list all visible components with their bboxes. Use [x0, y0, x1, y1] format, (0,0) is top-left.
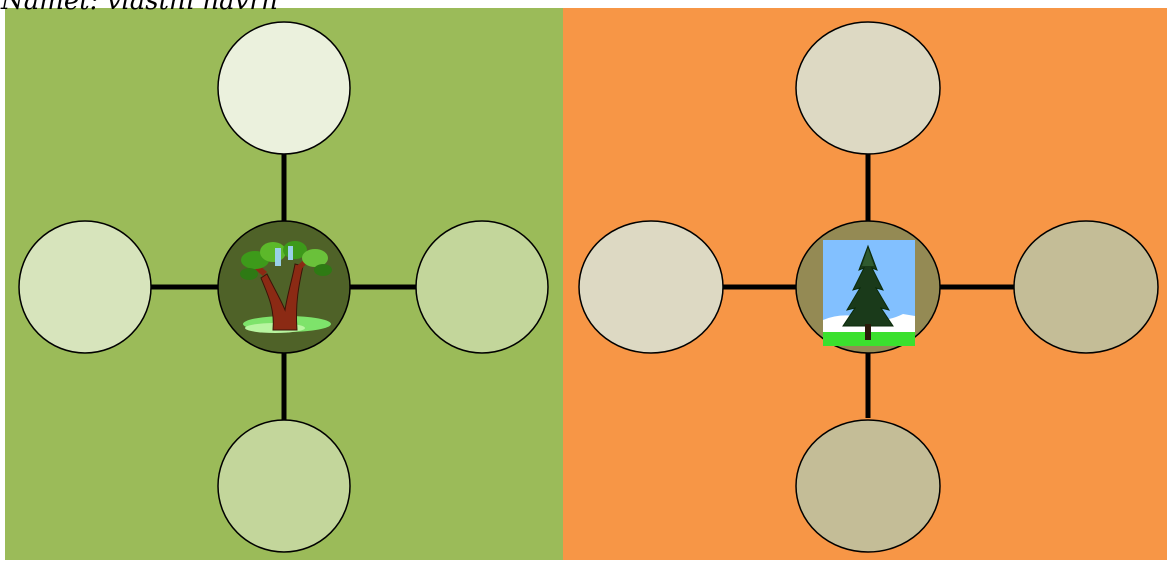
center-circle [217, 220, 351, 354]
left-panel [5, 8, 563, 560]
satellite-circle-bottom [217, 419, 351, 553]
satellite-circle-bottom [795, 419, 941, 553]
page-heading: Námět: vlastní návrh [1, 0, 279, 16]
satellite-circle-left [578, 220, 724, 354]
satellite-circle-top [795, 21, 941, 155]
deciduous-tree-diagram [5, 8, 563, 560]
conifer-tree-icon [823, 240, 915, 346]
deciduous-tree-icon [240, 241, 332, 333]
right-panel [563, 8, 1167, 560]
satellite-circle-right [415, 220, 549, 354]
conifer-tree-diagram [563, 8, 1167, 560]
satellite-circle-left [18, 220, 152, 354]
satellite-circle-right [1013, 220, 1159, 354]
satellite-circle-top [217, 21, 351, 155]
